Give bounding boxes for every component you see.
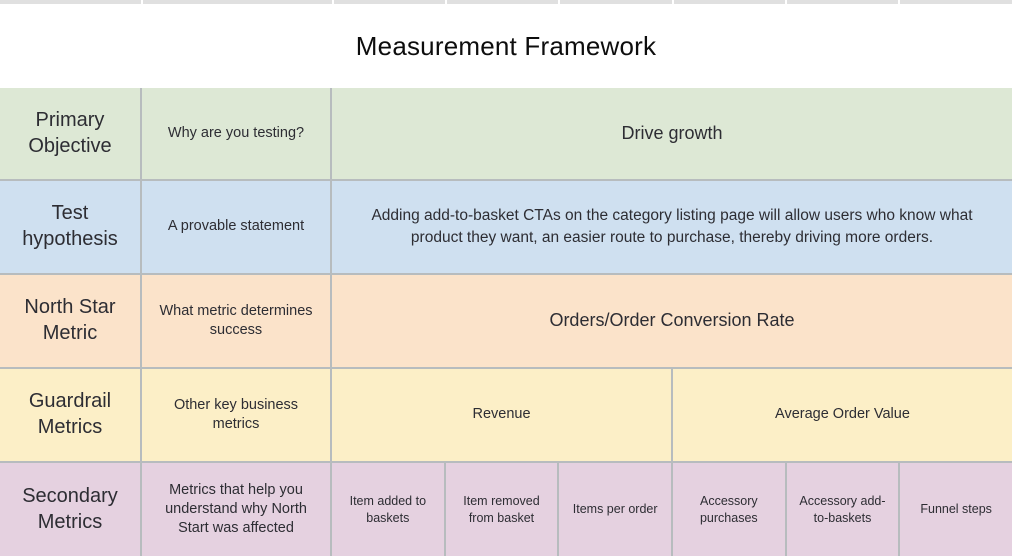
row-question-guardrail-metrics: Other key business metrics	[142, 369, 330, 461]
value-cell-drive-growth: Drive growth	[332, 88, 1012, 179]
row-question-north-star-metric: What metric determines success	[142, 275, 330, 367]
row-question-secondary-metrics: Metrics that help you understand why Nor…	[142, 463, 330, 556]
value-cell-item-removed-from-basket: Item removed from basket	[445, 463, 558, 556]
row-label-secondary-metrics: Secondary Metrics	[0, 463, 140, 556]
value-cell-items-per-order: Items per order	[559, 463, 671, 556]
column-divider-tick	[785, 0, 787, 4]
column-divider-tick	[445, 0, 447, 4]
row-label-guardrail-metrics: Guardrail Metrics	[0, 369, 140, 461]
title-bar: Measurement Framework	[0, 4, 1012, 88]
value-cell-revenue: Revenue	[332, 369, 671, 461]
row-question-test-hypothesis: A provable statement	[142, 181, 330, 273]
column-divider-tick	[558, 0, 560, 4]
value-cell-adding-add-to-basket-ctas-on-t: Adding add-to-basket CTAs on the categor…	[332, 181, 1012, 273]
value-cell-accessory-purchases: Accessory purchases	[672, 463, 785, 556]
value-cell-orders-order-conversion-rate: Orders/Order Conversion Rate	[332, 275, 1012, 367]
value-cell-average-order-value: Average Order Value	[672, 369, 1012, 461]
column-divider-tick	[672, 0, 674, 4]
row-label-primary-objective: Primary Objective	[0, 88, 140, 179]
framework-title: Measurement Framework	[355, 30, 657, 61]
row-label-north-star-metric: North Star Metric	[0, 275, 140, 367]
spreadsheet-grid-strip	[0, 0, 1012, 4]
value-cell-accessory-add-to-baskets: Accessory add-to-baskets	[786, 463, 899, 556]
value-cell-funnel-steps: Funnel steps	[900, 463, 1012, 556]
row-question-primary-objective: Why are you testing?	[142, 88, 330, 179]
column-divider-tick	[898, 0, 900, 4]
column-divider-tick	[332, 0, 334, 4]
value-cell-item-added-to-baskets: Item added to baskets	[332, 463, 444, 556]
column-divider-tick	[141, 0, 143, 4]
row-label-test-hypothesis: Test hypothesis	[0, 181, 140, 273]
